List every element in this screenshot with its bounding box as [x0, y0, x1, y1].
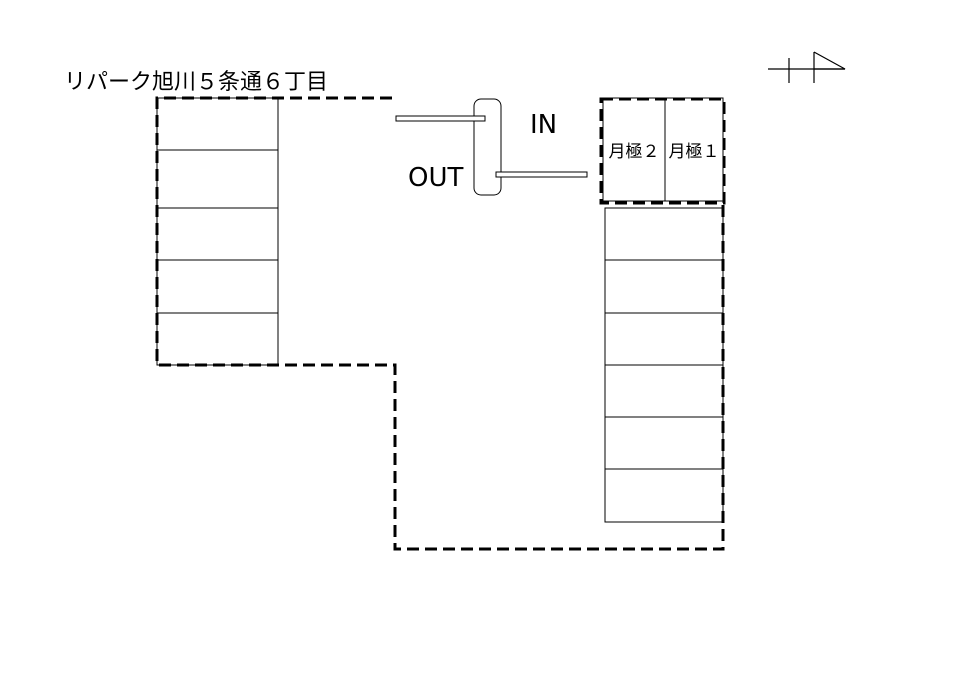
- left-stall: [156, 97, 279, 151]
- monthly-stall-2-label: 月極２: [609, 142, 660, 162]
- right-stall: [604, 207, 724, 261]
- monthly-stalls: 月極２ 月極１: [602, 97, 724, 202]
- left-stall: [156, 207, 279, 261]
- left-stall-column: [156, 97, 279, 366]
- monthly-stall-2: [602, 97, 666, 202]
- right-stall: [604, 259, 724, 314]
- left-stall: [156, 149, 279, 209]
- right-stall-column: [604, 207, 724, 523]
- out-label: OUT: [408, 163, 463, 193]
- lot-boundary: [155, 96, 725, 551]
- gate: IN OUT: [395, 98, 588, 196]
- left-stall: [156, 259, 279, 314]
- in-label: IN: [530, 110, 557, 140]
- monthly-stall-1-label: 月極１: [669, 142, 720, 162]
- right-stall: [604, 468, 724, 523]
- right-stall: [604, 312, 724, 366]
- in-gate-bar: [495, 171, 588, 178]
- out-gate-bar: [395, 115, 486, 122]
- monthly-boundary: [599, 97, 726, 205]
- gate-booth: [473, 98, 502, 196]
- right-stall: [604, 416, 724, 470]
- right-stall: [604, 364, 724, 418]
- lot-title: リパーク旭川５条通６丁目: [64, 70, 328, 95]
- left-stall: [156, 312, 279, 366]
- north-arrow-icon: [768, 51, 846, 83]
